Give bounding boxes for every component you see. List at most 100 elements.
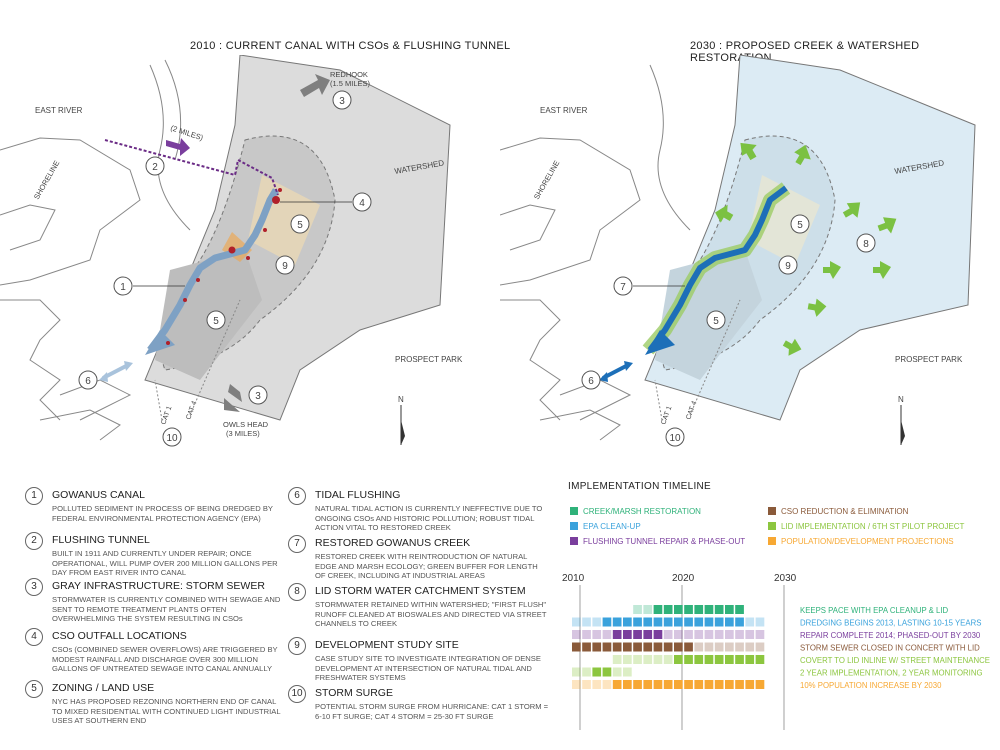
timeline-note: REPAIR COMPLETE 2014; PHASED-OUT BY 2030 <box>800 631 981 640</box>
lid-arrows <box>715 142 897 356</box>
key-swatch <box>768 507 776 515</box>
gowanus-canal <box>147 188 280 353</box>
timeline-cell <box>684 630 693 639</box>
timeline-key-item: POPULATION/DEVELOPMENT PROJECTIONS <box>768 537 954 546</box>
key-label: CSO REDUCTION & ELIMINATION <box>781 507 909 516</box>
legend-title: FLUSHING TUNNEL <box>52 534 150 546</box>
timeline-cell <box>643 617 653 627</box>
timeline-cell <box>694 605 704 614</box>
timeline-cell <box>653 605 663 614</box>
owls-head-arrow-icon <box>224 384 242 412</box>
legend-title: CSO OUTFALL LOCATIONS <box>52 630 187 642</box>
timeline-cell <box>755 680 765 689</box>
timeline-cell <box>663 680 673 689</box>
timeline-cell <box>663 617 673 627</box>
legend-number: 9 <box>288 637 306 655</box>
timeline-cell <box>612 617 622 627</box>
timeline-cell <box>643 642 653 652</box>
timeline-cell <box>612 655 622 664</box>
timeline-cell <box>694 617 704 627</box>
timeline-cell <box>633 680 642 689</box>
map-markers: 1 2 3 3 4 5 5 6 9 10 <box>78 90 372 447</box>
timeline-cell <box>735 642 744 652</box>
legend-number: 3 <box>25 578 43 596</box>
timeline-cell <box>572 642 581 652</box>
year-label: 2010 <box>562 573 585 584</box>
legend-description: NYC HAS PROPOSED REZONING NORTHERN END O… <box>52 697 281 726</box>
marker-10: 10 <box>665 427 685 447</box>
marker-6: 6 <box>581 370 601 390</box>
timeline-cell <box>592 667 602 677</box>
key-swatch <box>570 522 578 530</box>
timeline-cell <box>735 680 744 689</box>
timeline-note: 2 YEAR IMPLEMENTATION, 2 YEAR MONITORING <box>800 669 983 678</box>
timeline-cell <box>592 630 602 639</box>
timeline-cell <box>643 605 653 614</box>
marker-8: 8 <box>856 233 876 253</box>
timeline-key-item: CSO REDUCTION & ELIMINATION <box>768 507 908 516</box>
timeline-cell <box>633 642 642 652</box>
prospect-park-label: PROSPECT PARK <box>395 355 463 364</box>
timeline-cell <box>735 630 744 639</box>
marker-10: 10 <box>162 427 182 447</box>
timeline-cell <box>714 630 724 639</box>
timeline-cell <box>714 655 724 664</box>
timeline-cell <box>714 680 724 689</box>
legend-number: 6 <box>288 487 306 505</box>
timeline-cell <box>663 655 673 664</box>
timeline-cell <box>755 642 765 652</box>
marker-9: 9 <box>275 255 295 275</box>
right-map: 5 5 6 7 8 9 10 EAST RIVER WATERSHED SHOR… <box>500 55 976 447</box>
timeline-cell <box>704 642 714 652</box>
svg-text:1: 1 <box>120 282 126 293</box>
timeline-note: STORM SEWER CLOSED IN CONCERT WITH LID <box>800 644 980 653</box>
two-miles-label: (2 MILES) <box>169 123 204 142</box>
marker-5-south: 5 <box>206 310 226 330</box>
svg-text:3: 3 <box>339 96 345 107</box>
timeline-cell <box>633 630 642 639</box>
owls-head-label: OWLS HEAD <box>223 420 269 429</box>
marker-5-north: 5 <box>790 214 810 234</box>
marker-3-redhook: 3 <box>332 90 352 110</box>
shoreline-label: SHORELINE <box>532 159 561 201</box>
timeline-key-item: CREEK/MARSH RESTORATION <box>570 507 701 516</box>
timeline-cell <box>684 680 693 689</box>
timeline-cell <box>674 617 683 627</box>
shoreline-lines <box>0 59 191 441</box>
timeline-key-item: LID IMPLEMENTATION / 6TH ST PILOT PROJEC… <box>768 522 964 531</box>
timeline-cell <box>704 605 714 614</box>
timeline-cell <box>653 630 663 639</box>
redhook-arrow-icon <box>300 74 330 97</box>
legend-title: LID STORM WATER CATCHMENT SYSTEM <box>315 585 526 597</box>
legend-number: 1 <box>25 487 43 505</box>
legend-description: STORMWATER RETAINED WITHIN WATERSHED; "F… <box>315 600 547 629</box>
timeline-note: COVERT TO LID INLINE W/ STREET MAINTENAN… <box>800 656 990 665</box>
timeline-cell <box>602 617 612 627</box>
timeline-cell <box>633 617 642 627</box>
svg-text:5: 5 <box>213 316 219 327</box>
legend-description: BUILT IN 1911 AND CURRENTLY UNDER REPAIR… <box>52 549 278 578</box>
timeline-cell <box>592 617 602 627</box>
timeline-cell <box>623 680 632 689</box>
timeline-cell <box>612 630 622 639</box>
cso-outfalls <box>166 188 282 345</box>
svg-text:9: 9 <box>785 261 791 272</box>
legend-number: 7 <box>288 535 306 553</box>
legend-title: DEVELOPMENT STUDY SITE <box>315 639 459 651</box>
legend-description: POTENTIAL STORM SURGE FROM HURRICANE: CA… <box>315 702 549 721</box>
timeline-cell <box>674 680 683 689</box>
legend-description: CASE STUDY SITE TO INVESTIGATE INTEGRATI… <box>315 654 541 683</box>
timeline-cell <box>612 680 622 689</box>
timeline-cell <box>643 630 653 639</box>
timeline-cell <box>694 630 704 639</box>
canal-basin <box>145 330 175 355</box>
timeline-cell <box>714 642 724 652</box>
cat1-label: CAT 1 <box>160 405 173 426</box>
east-river-label: EAST RIVER <box>540 106 588 115</box>
owls-head-distance-label: (3 MILES) <box>226 429 260 438</box>
legend-number: 5 <box>25 680 43 698</box>
timeline-cell <box>755 617 765 627</box>
timeline-cell <box>735 617 744 627</box>
key-label: FLUSHING TUNNEL REPAIR & PHASE-OUT <box>583 537 746 546</box>
